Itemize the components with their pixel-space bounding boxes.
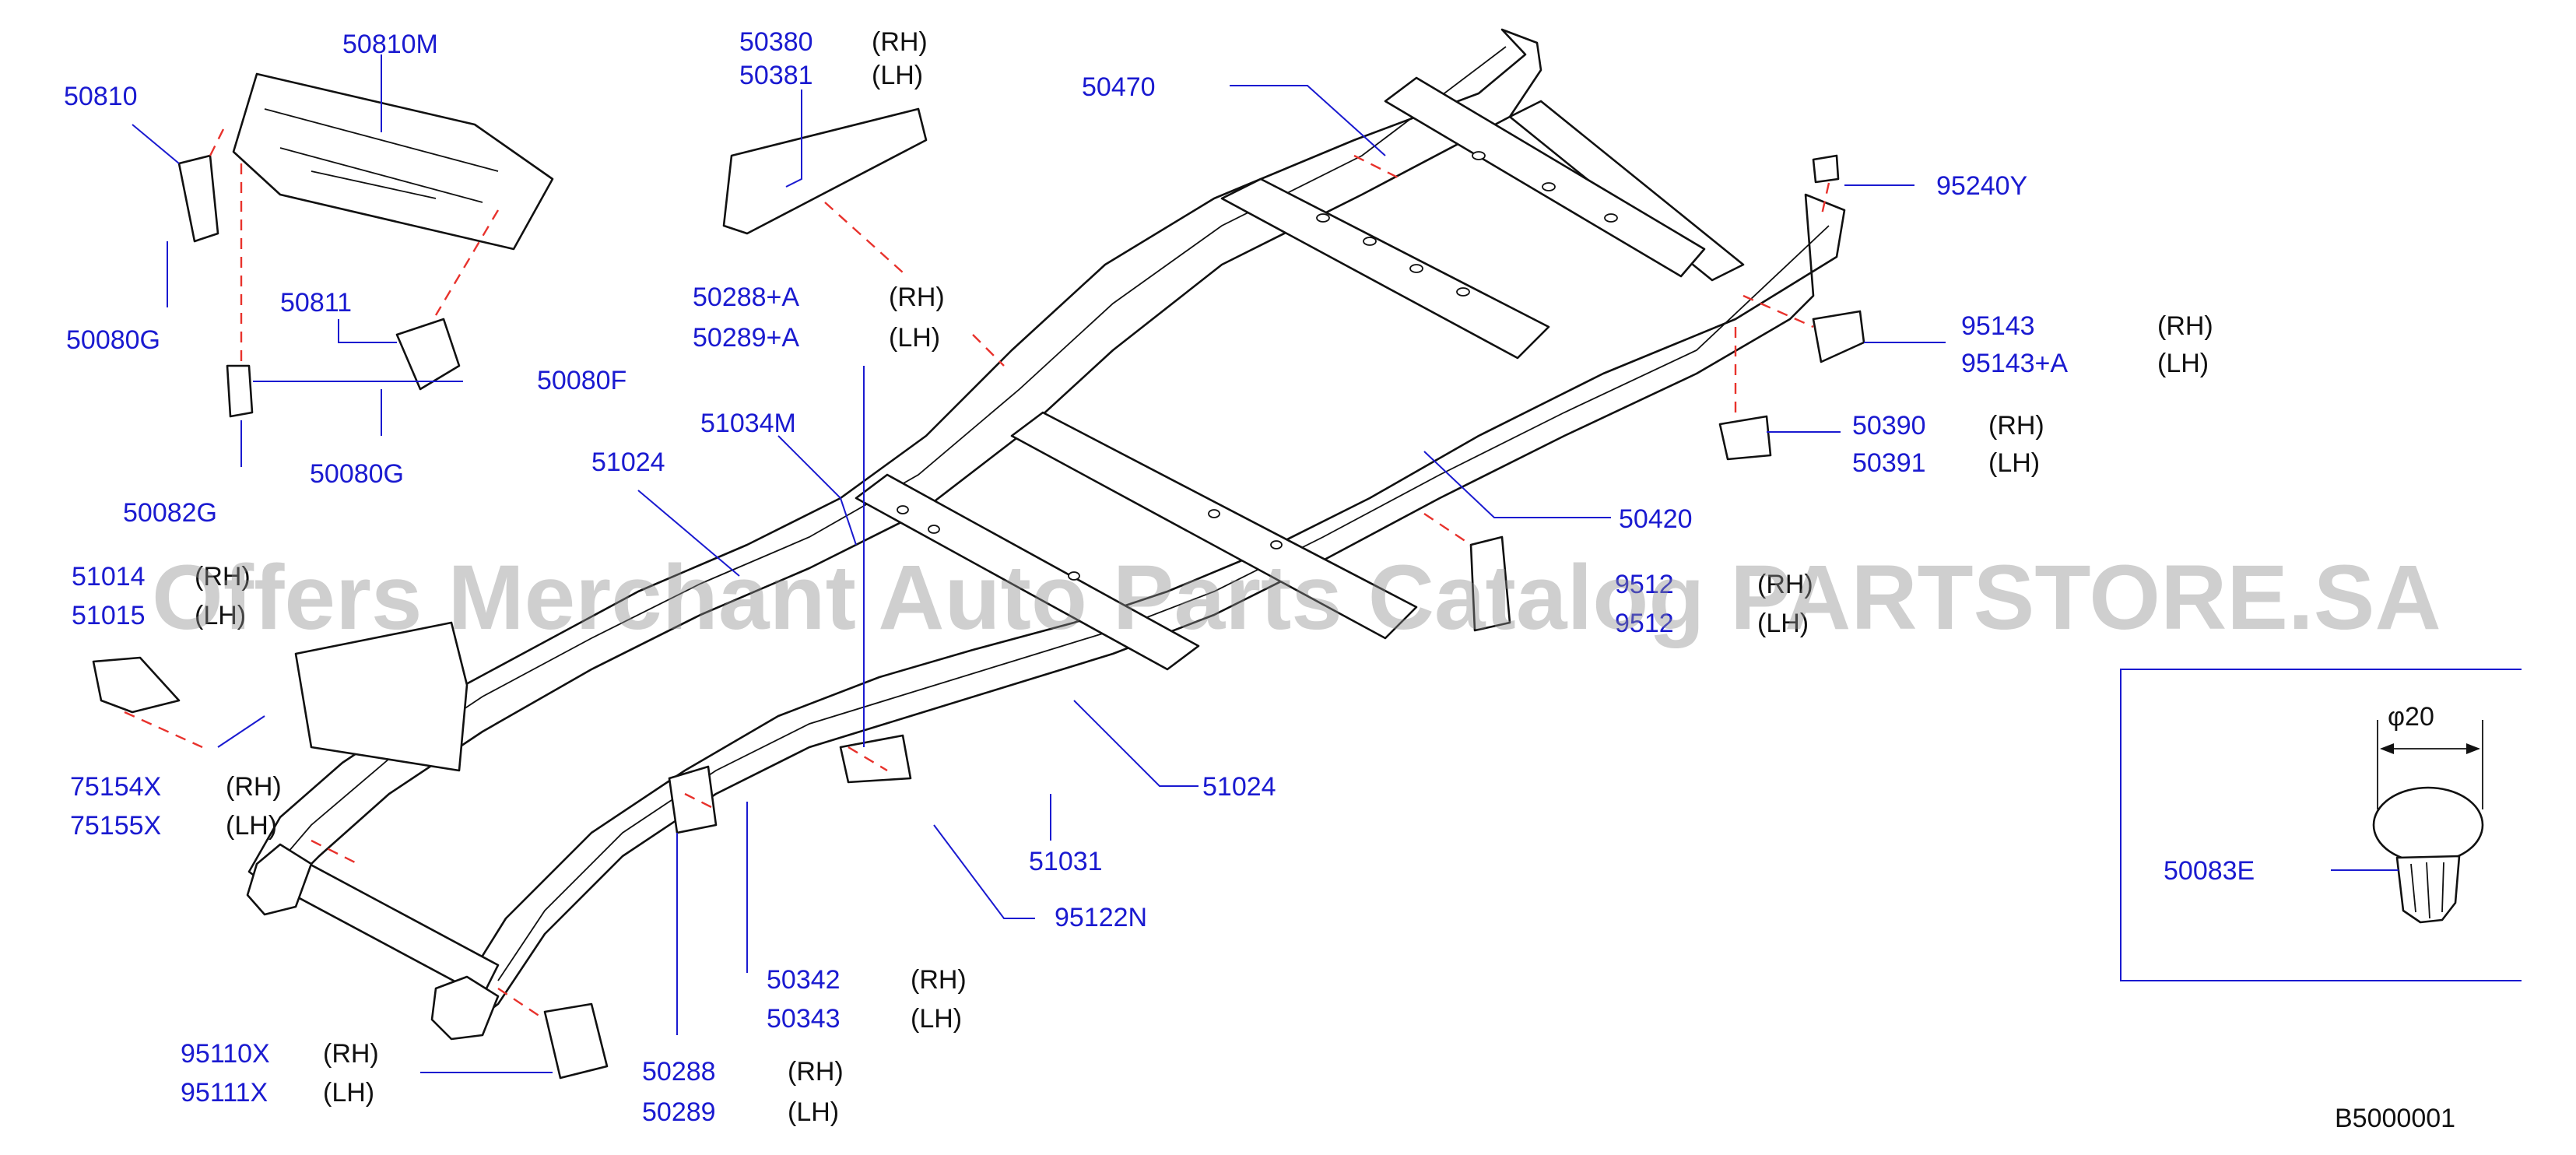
- label-50289A: 50289+A: [693, 323, 799, 353]
- label-95110X-side: (RH): [323, 1039, 379, 1069]
- label-50343: 50343: [767, 1004, 841, 1034]
- bracket-95110X: [543, 1002, 609, 1080]
- assembly-lines: [124, 124, 1830, 1020]
- right-rail-crease: [497, 225, 1830, 981]
- detail-inset: φ20 50083E: [2120, 669, 2522, 981]
- label-50380-side: (RH): [872, 27, 928, 57]
- label-51031: 51031: [1029, 847, 1103, 876]
- label-50420: 50420: [1619, 504, 1693, 534]
- label-95143A: 95143+A: [1961, 349, 2068, 378]
- label-9512-rh: 9512: [1615, 570, 1674, 599]
- label-95111X: 95111X: [181, 1078, 268, 1108]
- clip-head: [2372, 786, 2484, 864]
- label-51015-side: (LH): [195, 601, 246, 630]
- label-50080F: 50080F: [537, 366, 626, 395]
- label-95240Y: 95240Y: [1936, 171, 2027, 201]
- clip-95240Y: [1812, 154, 1840, 184]
- front-horn-right: [430, 975, 500, 1041]
- inset-border: [2120, 669, 2522, 981]
- label-50381: 50381: [739, 61, 813, 90]
- label-50391: 50391: [1852, 448, 1926, 478]
- label-50289: 50289: [642, 1097, 716, 1127]
- bracket-50288A: [839, 734, 912, 784]
- bolt-50082G: [226, 364, 254, 418]
- bracket-75154X: [294, 621, 469, 772]
- label-51014: 51014: [72, 562, 146, 592]
- label-95110X: 95110X: [181, 1039, 270, 1069]
- label-50810: 50810: [64, 82, 138, 111]
- crossmember-3: [1220, 177, 1550, 360]
- label-51015: 51015: [72, 601, 146, 630]
- label-95122N: 95122N: [1055, 903, 1147, 932]
- callout-labels: 50810M 50810 50080G 50811 50080F 50082G …: [64, 27, 2213, 1127]
- skid-plate-ribs: [264, 108, 499, 203]
- label-50342: 50342: [767, 965, 841, 995]
- label-51024-b: 51024: [1202, 772, 1276, 802]
- label-50470: 50470: [1082, 72, 1156, 102]
- crossmember-2: [855, 473, 1200, 671]
- label-50380: 50380: [739, 27, 813, 57]
- ladder-frame: [246, 28, 1846, 1041]
- watermark: Offers Merchant Auto Parts Catalog PARTS…: [152, 546, 2441, 649]
- label-50082G: 50082G: [123, 498, 217, 528]
- label-50390: 50390: [1852, 411, 1926, 441]
- label-50289-side: (LH): [788, 1097, 839, 1127]
- part-number-50083E: 50083E: [2164, 856, 2255, 886]
- label-51034M: 51034M: [700, 409, 796, 438]
- label-75154X-side: (RH): [226, 772, 282, 802]
- label-75155X: 75155X: [70, 811, 161, 841]
- label-75155X-side: (LH): [226, 811, 277, 841]
- bracket-50342: [668, 765, 718, 834]
- label-50811: 50811: [280, 288, 352, 318]
- bracket-9512x: [1469, 535, 1511, 632]
- label-9512-lh-side: (LH): [1757, 609, 1809, 638]
- bracket-50811: [395, 318, 461, 391]
- label-50288-side: (RH): [788, 1057, 844, 1087]
- bracket-50380: [722, 107, 928, 235]
- front-horn-left: [246, 843, 313, 916]
- label-51024-a: 51024: [591, 448, 665, 477]
- label-50343-side: (LH): [911, 1004, 962, 1034]
- label-50289A-side: (LH): [889, 323, 940, 353]
- label-50080G-b: 50080G: [310, 459, 404, 489]
- clip-fins: [2410, 862, 2444, 919]
- label-50810M: 50810M: [342, 30, 438, 59]
- frame-holes: [897, 151, 1618, 581]
- label-50288A-side: (RH): [889, 283, 945, 312]
- label-51014-side: (RH): [195, 562, 251, 592]
- label-50080G-a: 50080G: [66, 325, 160, 355]
- bracket-51014: [92, 656, 181, 714]
- bracket-50810: [177, 154, 219, 243]
- crossmember-center: [1010, 411, 1418, 640]
- diagram-code: B5000001: [2335, 1104, 2455, 1133]
- label-9512-rh-side: (RH): [1757, 570, 1813, 599]
- label-50342-side: (RH): [911, 965, 967, 995]
- skid-plate-50810M: [232, 72, 554, 251]
- label-9512-lh: 9512: [1615, 609, 1674, 638]
- rear-crossmember-upper: [1384, 76, 1706, 278]
- dimension-label: φ20: [2388, 702, 2434, 732]
- label-50288A: 50288+A: [693, 283, 799, 312]
- label-95143: 95143: [1961, 311, 2035, 341]
- label-50391-side: (LH): [1988, 448, 2040, 478]
- label-95143-side: (RH): [2157, 311, 2213, 341]
- loose-parts: [92, 72, 1865, 1080]
- bracket-95143: [1812, 310, 1865, 363]
- bracket-50390: [1718, 415, 1772, 461]
- label-50288: 50288: [642, 1057, 716, 1087]
- label-95111X-side: (LH): [323, 1078, 374, 1108]
- leader-lines: [132, 54, 1946, 1073]
- label-95143A-side: (LH): [2157, 349, 2209, 378]
- label-50390-side: (RH): [1988, 411, 2044, 441]
- label-75154X: 75154X: [70, 772, 161, 802]
- label-50381-side: (LH): [872, 61, 923, 90]
